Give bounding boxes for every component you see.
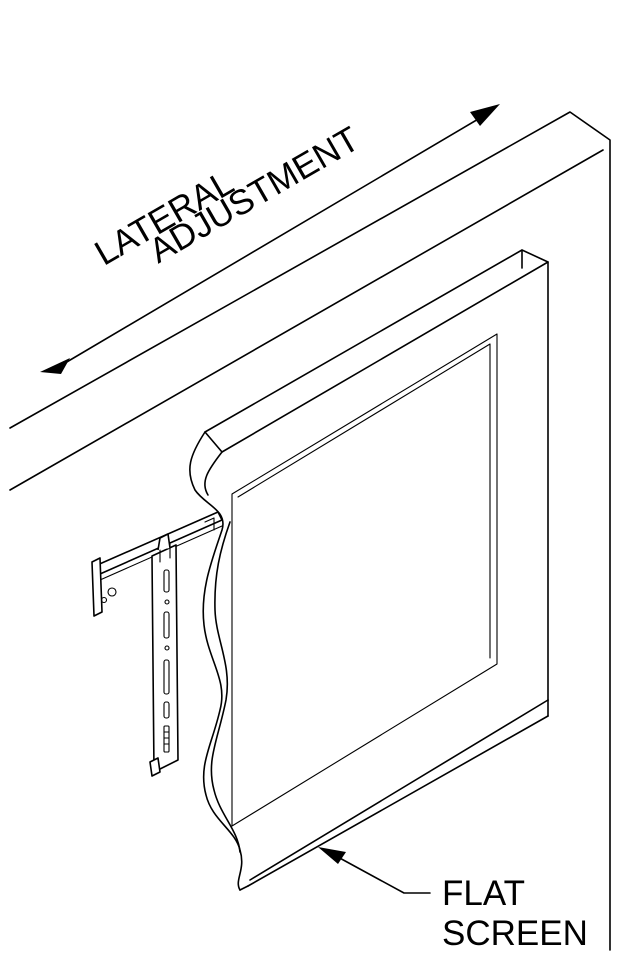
flat-screen: [189, 249, 549, 891]
wall: [9, 111, 611, 951]
flat-screen-leader: [318, 847, 431, 894]
flat-screen-label-line2: SCREEN: [442, 914, 588, 953]
lateral-adjustment-arrow: [40, 104, 500, 374]
flat-screen-label-line1: FLAT: [442, 874, 525, 913]
mounting-bracket: [91, 511, 223, 777]
